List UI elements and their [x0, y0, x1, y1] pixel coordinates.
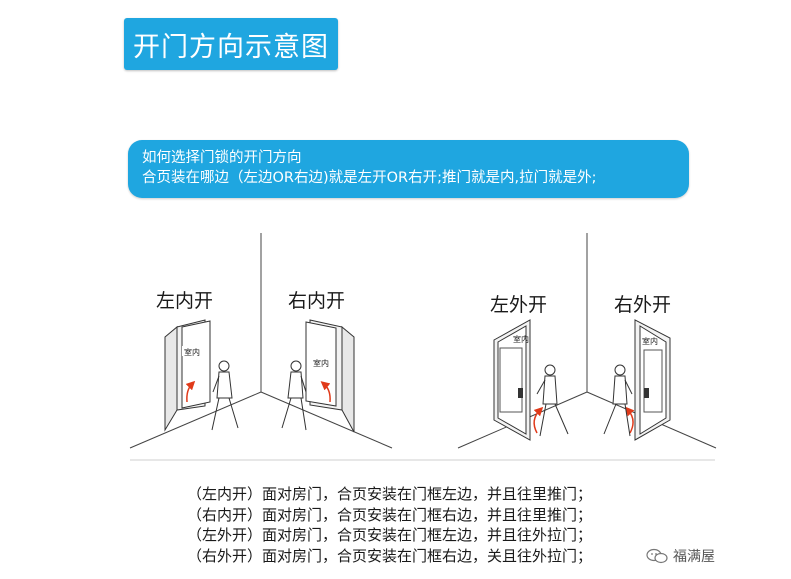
label-right-inward: 右内开: [288, 290, 346, 312]
room-label-1: 室内: [184, 347, 200, 357]
info-banner: 如何选择门锁的开门方向 合页装在哪边（左边OR右边)就是左开OR右开;推门就是内…: [128, 140, 689, 198]
wechat-icon: [646, 548, 668, 564]
label-right-outward: 右外开: [614, 294, 672, 316]
person-2: [281, 360, 307, 431]
watermark: 福满屋: [646, 546, 715, 566]
room-label-4: 室内: [642, 336, 658, 346]
door-right-outward: 室内: [624, 319, 671, 441]
person-1: [211, 360, 239, 431]
label-left-inward: 左内开: [156, 290, 214, 312]
door-left-outward: 室内: [493, 319, 544, 441]
person-3: [536, 364, 569, 437]
info-line-2: 合页装在哪边（左边OR右边)就是左开OR右开;推门就是内,拉门就是外;: [142, 170, 597, 186]
door-left-inward: 室内: [164, 319, 211, 432]
person-4: [603, 364, 633, 437]
info-line-1: 如何选择门锁的开门方向: [142, 150, 302, 166]
page-title: 开门方向示意图: [124, 18, 338, 70]
label-left-outward: 左外开: [490, 294, 548, 316]
door-right-inward: 室内: [305, 319, 355, 433]
room-label-2: 室内: [313, 358, 329, 368]
description-item: （左外开）面对房门，合页安装在门框左边，并且往外拉门；: [187, 526, 593, 544]
room-label-3: 室内: [513, 334, 529, 344]
description-list: （左内开）面对房门，合页安装在门框左边，并且往里推门； （右内开）面对房门，合页…: [187, 484, 687, 566]
description-item: （右内开）面对房门，合页安装在门框右边，并且往里推门；: [187, 505, 593, 524]
description-item: （左内开）面对房门，合页安装在门框左边，并且往里推门；: [187, 485, 593, 503]
description-item: （右外开）面对房门，合页安装在门框右边，关且往外拉门；: [187, 546, 593, 565]
scene-left-room: [129, 233, 393, 449]
watermark-text: 福满屋: [673, 549, 715, 565]
